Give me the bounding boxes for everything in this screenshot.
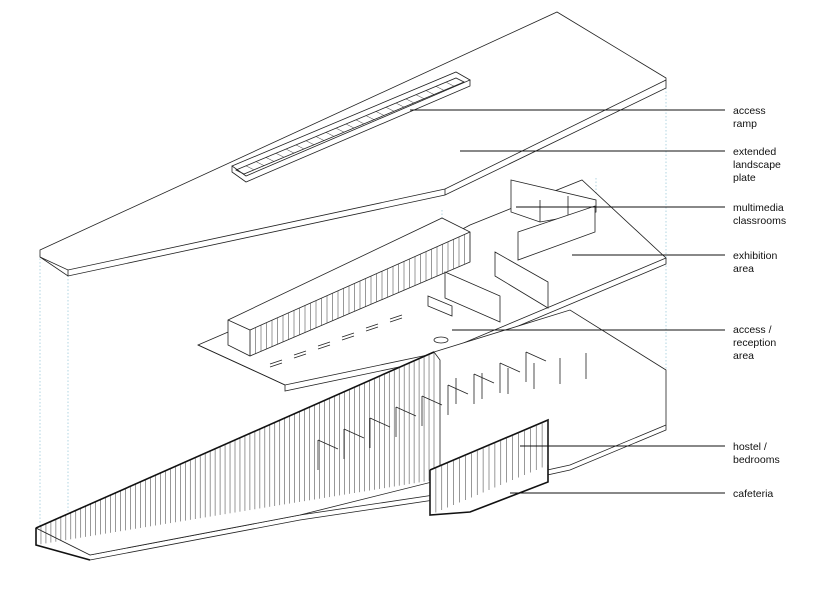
label-hostel-bedrooms: hostel / bedrooms xyxy=(733,441,780,467)
hatch-line xyxy=(415,94,425,99)
landscape-plate xyxy=(39,11,667,277)
hatch-line xyxy=(447,384,469,395)
label-line: area xyxy=(733,263,755,275)
label-line: classrooms xyxy=(733,215,787,227)
hatch-line xyxy=(455,77,465,83)
label-extended-landscape-plate: extended landscape plate xyxy=(733,146,781,185)
hatch-line xyxy=(295,144,305,150)
label-line: access / xyxy=(733,324,772,336)
middle-level xyxy=(197,179,667,392)
hatch-line xyxy=(425,90,435,95)
hatch-line xyxy=(385,107,395,112)
label-line: reception xyxy=(733,337,777,349)
lower-level xyxy=(35,309,667,561)
hatch-line xyxy=(317,341,331,347)
hatch-line xyxy=(395,102,405,108)
hatch-line xyxy=(499,362,521,373)
label-line: ramp xyxy=(733,118,757,130)
label-line: access xyxy=(733,105,766,117)
hatch-line xyxy=(317,439,339,450)
hatch-line xyxy=(335,127,345,133)
hatch-line xyxy=(375,111,385,116)
hatch-line xyxy=(315,136,325,141)
hatch-line xyxy=(341,332,355,338)
label-line: hostel / xyxy=(733,441,767,453)
hatch-line xyxy=(525,351,547,362)
hatch-line xyxy=(365,115,375,120)
hatch-line xyxy=(285,148,295,154)
label-line: landscape xyxy=(733,159,781,171)
label-line: exhibition xyxy=(733,250,778,262)
hatch-line xyxy=(343,428,365,439)
hatch-line xyxy=(269,362,283,368)
label-cafeteria: cafeteria xyxy=(733,488,773,501)
hatch-line xyxy=(389,317,403,323)
hatch-line xyxy=(365,323,379,329)
label-line: multimedia xyxy=(733,202,784,214)
hatch-line xyxy=(293,353,307,359)
hatch-line xyxy=(269,359,283,365)
hatch-line xyxy=(473,373,495,384)
hatch-line xyxy=(235,169,245,175)
label-access-reception-area: access / reception area xyxy=(733,324,776,363)
leader-lines xyxy=(410,109,725,494)
hatch-line xyxy=(265,157,275,162)
hatch-line xyxy=(369,417,391,428)
label-access-ramp: access ramp xyxy=(733,105,766,131)
hatch-line xyxy=(275,153,285,158)
hatch-line xyxy=(405,98,415,104)
hatch-line xyxy=(389,314,403,320)
hatch-line xyxy=(435,86,445,91)
label-line: extended xyxy=(733,146,777,158)
hatch-line xyxy=(293,350,307,356)
hatch-line xyxy=(255,161,265,166)
hatch-line xyxy=(345,123,355,129)
label-line: bedrooms xyxy=(733,454,780,466)
access-ramp-slot xyxy=(231,71,471,183)
hatch-line xyxy=(365,326,379,332)
label-line: cafeteria xyxy=(733,488,774,500)
hatch-line xyxy=(395,406,417,417)
hatch-line xyxy=(317,344,331,350)
hatch-line xyxy=(325,132,335,137)
hatch-line xyxy=(355,119,365,125)
label-multimedia-classrooms: multimedia classrooms xyxy=(733,202,786,228)
hatch-line xyxy=(245,165,255,171)
hatch-line xyxy=(305,140,315,145)
label-line: plate xyxy=(733,172,756,184)
label-exhibition-area: exhibition area xyxy=(733,250,777,276)
hatch-line xyxy=(421,395,443,406)
label-line: area xyxy=(733,350,755,362)
hatch-line xyxy=(341,335,355,341)
hatch-line xyxy=(445,81,455,87)
